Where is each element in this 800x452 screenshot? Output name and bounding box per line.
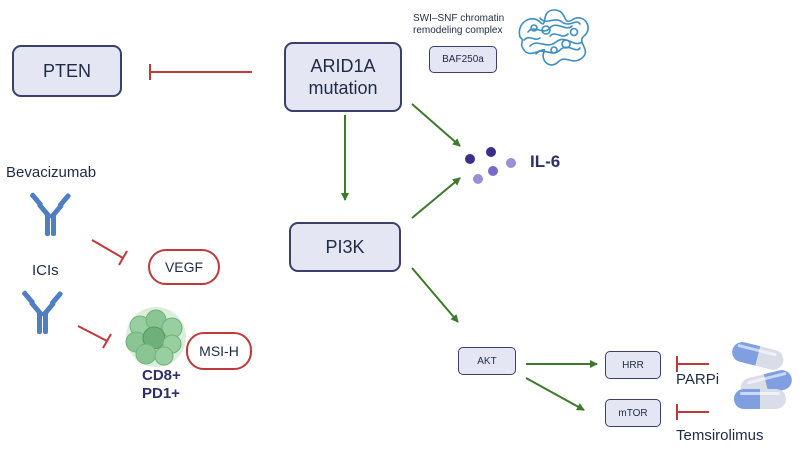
capsule-icon (732, 342, 784, 370)
bevacizumab-label: Bevacizumab (6, 164, 97, 181)
capsule-icon (734, 389, 786, 409)
pd1-label: PD1+ (142, 385, 180, 402)
icis-label: ICIs (32, 262, 59, 279)
arid1a-node: ARID1A mutation (284, 42, 402, 112)
inhibition-icis-tcells (77, 325, 112, 349)
msih-node: MSI-H (186, 332, 252, 370)
arrow-pi3k-akt (411, 267, 459, 323)
arrow-pi3k-il6 (411, 177, 461, 219)
cd8-label: CD8+ (142, 367, 181, 384)
antibody-icon (22, 290, 63, 334)
msih-label: MSI-H (199, 343, 239, 359)
hrr-node: HRR (605, 351, 661, 379)
arrow-arid1a-il6 (411, 103, 461, 147)
swisnf-label-line1: SWI–SNF chromatin (413, 13, 505, 24)
inhibition-arid1a-pten (149, 64, 252, 80)
inhibition-parpi-hrr (676, 356, 709, 372)
pten-node: PTEN (12, 45, 122, 97)
vegf-label: VEGF (164, 259, 204, 275)
hrr-label: HRR (622, 359, 644, 371)
arrow-akt-mtor (525, 377, 585, 411)
temsirolimus-label: Temsirolimus (676, 427, 764, 444)
mtor-node: mTOR (605, 399, 661, 427)
tcell-cluster-icon (125, 307, 186, 367)
swisnf-label-line2: remodeling complex (413, 25, 503, 36)
arid1a-label-line1: ARID1A (310, 56, 376, 76)
vegf-node: VEGF (148, 249, 220, 285)
baf250a-node: BAF250a (429, 46, 497, 73)
swisnf-label: SWI–SNF chromatin remodeling complex (413, 13, 504, 37)
inhibition-bevacizumab-vegf (91, 239, 128, 266)
il6-label: IL-6 (530, 152, 561, 171)
parpi-label: PARPi (676, 371, 720, 388)
inhibition-temsirolimus-mtor (676, 404, 709, 420)
chromatin-icon (518, 9, 589, 66)
antibody-icon (30, 192, 71, 236)
pi3k-node: PI3K (289, 222, 401, 272)
baf250a-label: BAF250a (442, 54, 484, 65)
akt-label: AKT (477, 355, 497, 367)
mtor-label: mTOR (618, 407, 648, 419)
pten-label: PTEN (42, 60, 91, 81)
pi3k-label: PI3K (325, 236, 365, 257)
arid1a-label-line2: mutation (308, 78, 378, 98)
cytokine-dots-icon (465, 147, 516, 184)
akt-node: AKT (458, 347, 516, 375)
